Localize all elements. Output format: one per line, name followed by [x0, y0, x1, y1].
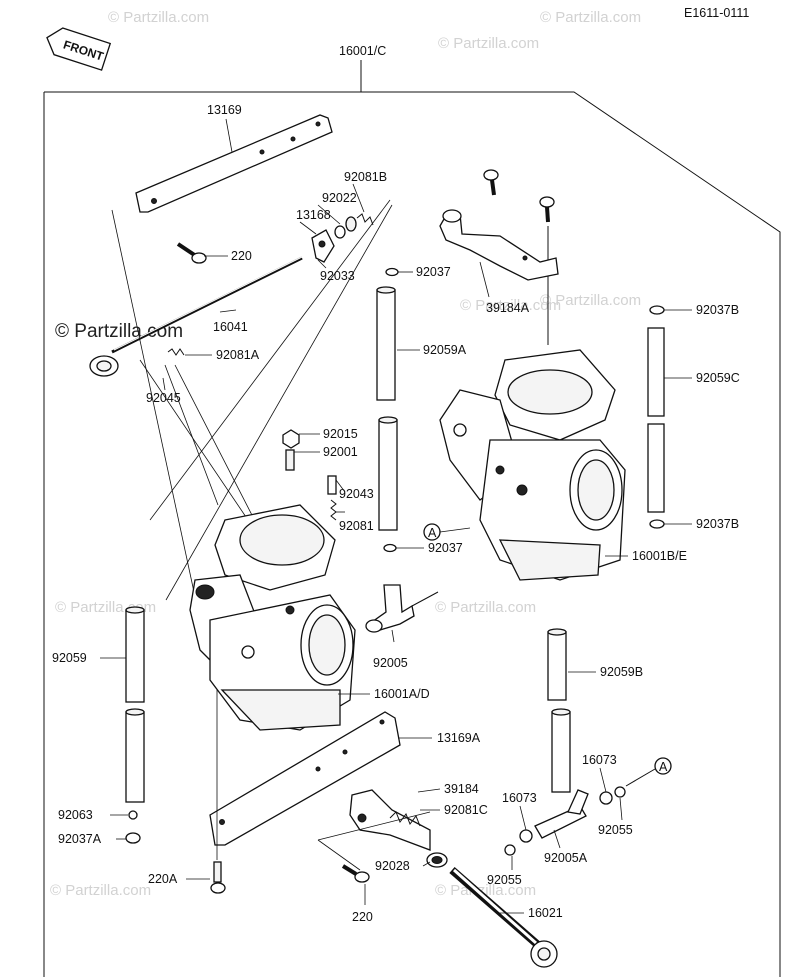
label-13168: 13168: [296, 208, 331, 222]
tube-92059C: [647, 305, 665, 529]
fuel-tee-92005: [365, 584, 439, 633]
label-16001BE: 16001B/E: [632, 549, 687, 563]
tube-92059: [125, 606, 145, 844]
watermark: © Partzilla.com: [540, 292, 641, 309]
label-92037: 92037: [428, 541, 463, 555]
carburetor-left: [189, 504, 356, 731]
diagram-code: E1611-0111: [684, 6, 749, 20]
label-92059B: 92059B: [600, 665, 643, 679]
watermark-main: © Partzilla.com: [55, 321, 183, 342]
screw-220-bottom: [341, 864, 370, 905]
svg-text:A: A: [428, 526, 437, 540]
watermark: © Partzilla.com: [50, 882, 151, 899]
label-13169: 13169: [207, 103, 242, 117]
reference-marker-a: A: [654, 757, 672, 775]
label-16073: 16073: [582, 753, 617, 767]
label-92081B: 92081B: [344, 170, 387, 184]
spring-92081A: [167, 348, 185, 356]
label-92063: 92063: [58, 808, 93, 822]
label-92059A: 92059A: [423, 343, 467, 357]
label-16021: 16021: [528, 906, 563, 920]
label-92055: 92055: [487, 873, 522, 887]
label-220: 220: [231, 249, 252, 263]
label-92005: 92005: [373, 656, 408, 670]
label-92033: 92033: [320, 269, 355, 283]
choke-lever-cluster: [311, 213, 374, 263]
bracket-39184A: [439, 209, 559, 281]
label-92081: 92081: [339, 519, 374, 533]
fuel-tee-92005A: [504, 768, 656, 856]
label-220A: 220A: [148, 872, 178, 886]
front-arrow-icon: FRONT: [46, 27, 112, 71]
tube-92059B: [547, 628, 571, 793]
label-92037: 92037: [416, 265, 451, 279]
grommet-92028: [426, 852, 448, 868]
label-92045: 92045: [146, 391, 181, 405]
screw-220A: [210, 690, 226, 894]
carburetor-right: [439, 349, 626, 581]
watermark: © Partzilla.com: [438, 35, 539, 52]
screw-top-2: [539, 196, 555, 345]
screw-top-1: [483, 169, 499, 196]
label-39184: 39184: [444, 782, 479, 796]
label-92037A: 92037A: [58, 832, 102, 846]
label-92081C: 92081C: [444, 803, 488, 817]
watermark: © Partzilla.com: [460, 297, 561, 314]
label-92081A: 92081A: [216, 348, 260, 362]
label-16041: 16041: [213, 320, 248, 334]
adjust-screw-16021: [449, 866, 558, 968]
clip-92037: [383, 543, 397, 553]
label-92037B: 92037B: [696, 303, 739, 317]
label-92022: 92022: [322, 191, 357, 205]
part-labels: 16001/C 13169 92081B 92022 13168 220 920…: [52, 44, 740, 924]
label-13169A: 13169A: [437, 731, 481, 745]
label-39184A: 39184A: [486, 301, 530, 315]
label-92028: 92028: [375, 859, 410, 873]
leader-lines: [100, 118, 692, 914]
watermark: © Partzilla.com: [435, 882, 536, 899]
label-92015: 92015: [323, 427, 358, 441]
watermarks: © Partzilla.com © Partzilla.com © Partzi…: [50, 9, 641, 899]
jet-hardware-cluster: [282, 429, 337, 521]
label-92043: 92043: [339, 487, 374, 501]
assembly-outline: [43, 91, 781, 977]
label-92055: 92055: [598, 823, 633, 837]
label-220: 220: [352, 910, 373, 924]
label-92037B: 92037B: [696, 517, 739, 531]
watermark: © Partzilla.com: [540, 9, 641, 26]
label-16001AD: 16001A/D: [374, 687, 430, 701]
tube-92059A: [376, 286, 398, 531]
label-92059: 92059: [52, 651, 87, 665]
label-92001: 92001: [323, 445, 358, 459]
choke-rod: [89, 255, 305, 377]
clip-92037: [385, 267, 399, 277]
bracket-39184: [317, 789, 431, 871]
watermark: © Partzilla.com: [435, 599, 536, 616]
label-92005A: 92005A: [544, 851, 588, 865]
watermark: © Partzilla.com: [108, 9, 209, 26]
label-16073: 16073: [502, 791, 537, 805]
svg-text:A: A: [659, 760, 668, 774]
screw-220: [176, 242, 207, 264]
upper-bracket-plate: [135, 114, 333, 213]
lower-bracket-plate: [209, 711, 401, 846]
label-16001C: 16001/C: [339, 44, 386, 58]
reference-marker-a: A: [423, 523, 441, 541]
label-92059C: 92059C: [696, 371, 740, 385]
